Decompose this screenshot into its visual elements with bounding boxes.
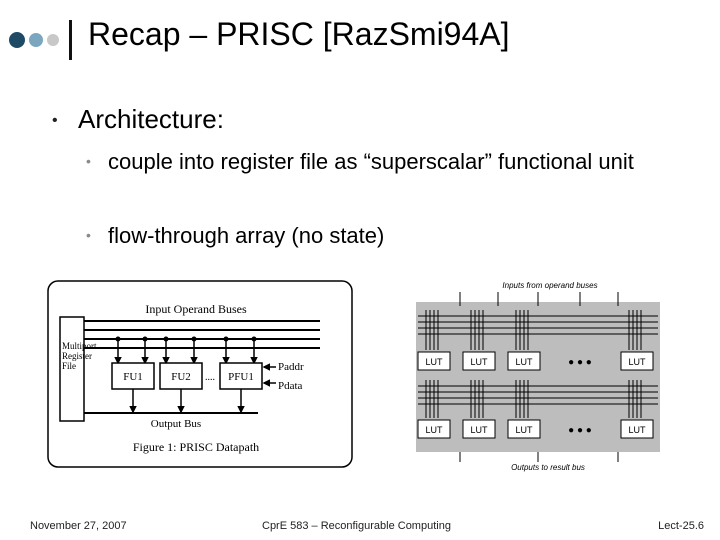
pdata-label: Pdata bbox=[278, 380, 303, 392]
sub-bullet-2: • flow-through array (no state) bbox=[86, 222, 646, 249]
sub-bullet-dot-icon: • bbox=[86, 227, 91, 243]
lut-array-figure: Inputs from operand buses LUT LUT bbox=[416, 281, 660, 472]
footer-page-number: Lect-25.6 bbox=[658, 520, 704, 532]
sub-bullet-1: • couple into register file as “supersca… bbox=[86, 148, 646, 175]
fu1-box bbox=[111, 362, 155, 390]
sub-bullet-text: flow-through array (no state) bbox=[108, 223, 385, 248]
paddr-label: Paddr bbox=[278, 361, 304, 373]
lut-row-1: LUT LUT LUT LUT ● ● ● bbox=[417, 351, 654, 371]
sub-bullet-dot-icon: • bbox=[86, 153, 91, 169]
sub-bullet-text: couple into register file as “superscala… bbox=[108, 149, 634, 174]
slide-title: Recap – PRISC [RazSmi94A] bbox=[88, 16, 510, 52]
pfu1-box bbox=[219, 362, 263, 390]
lut-dots: ● ● ● bbox=[568, 357, 592, 368]
output-bus-label: Output Bus bbox=[151, 418, 201, 430]
lut-label: LUT bbox=[425, 357, 443, 367]
footer-date: November 27, 2007 bbox=[30, 520, 127, 532]
register-file-box bbox=[59, 316, 85, 422]
lut-label: LUT bbox=[515, 357, 533, 367]
outputs-label: Outputs to result bus bbox=[511, 463, 585, 472]
fu-ellipsis: .... bbox=[205, 372, 215, 383]
pfu1-label: PFU1 bbox=[228, 371, 254, 383]
input-buses-label: Input Operand Buses bbox=[145, 302, 247, 316]
lut-label: LUT bbox=[628, 425, 646, 435]
bullet-architecture: • Architecture: bbox=[52, 104, 224, 136]
figure-caption: Figure 1: PRISC Datapath bbox=[133, 440, 259, 454]
inputs-label: Inputs from operand buses bbox=[502, 281, 597, 290]
lut-row-2: LUT LUT LUT LUT ● ● ● bbox=[417, 419, 654, 439]
bullet-dot-icon: • bbox=[52, 112, 58, 130]
lut-label: LUT bbox=[470, 425, 488, 435]
slide-logo-icon bbox=[9, 20, 72, 60]
bullet-text: Architecture: bbox=[78, 104, 224, 134]
lut-label: LUT bbox=[425, 425, 443, 435]
lut-dots: ● ● ● bbox=[568, 425, 592, 436]
fu2-label: FU2 bbox=[171, 371, 191, 383]
lut-label: LUT bbox=[515, 425, 533, 435]
fu2-box bbox=[159, 362, 203, 390]
fu1-label: FU1 bbox=[123, 371, 143, 383]
lut-label: LUT bbox=[470, 357, 488, 367]
lut-label: LUT bbox=[628, 357, 646, 367]
footer-course: CprE 583 – Reconfigurable Computing bbox=[262, 520, 451, 532]
